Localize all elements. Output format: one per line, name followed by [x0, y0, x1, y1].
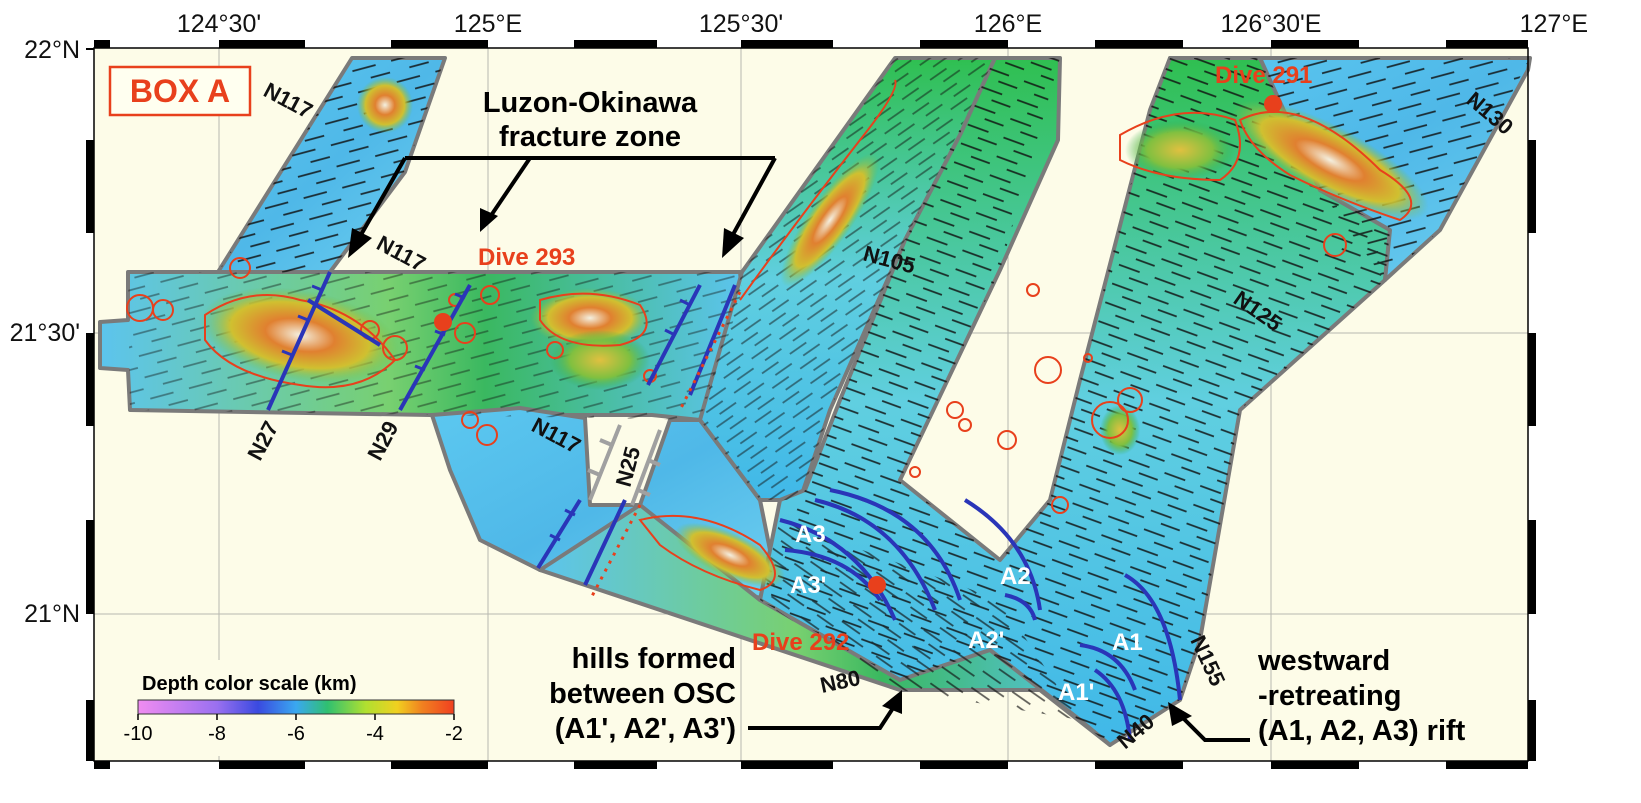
topographic-highs: [201, 77, 1429, 588]
segment-a3: A3: [795, 521, 826, 548]
dotted-faults: [588, 291, 742, 601]
tick-top-2: 125°E: [454, 10, 522, 38]
tick-top-1: 124°30': [177, 10, 261, 38]
tick-left-2: 21°30': [10, 319, 80, 347]
depth-tick-1: -10: [124, 723, 153, 745]
depth-tick-3: -6: [287, 723, 305, 745]
dive-labels: Dive 291 Dive 292 Dive 293: [478, 62, 1312, 656]
tick-left-3: 21°N: [24, 600, 80, 628]
hills-line1: hills formed: [572, 643, 736, 675]
rift-line2: -retreating: [1258, 680, 1401, 712]
segment-a3-prime: A3': [790, 572, 826, 599]
fracture-zone-line1: Luzon-Okinawa: [483, 87, 698, 119]
depth-tick-2: -8: [208, 723, 226, 745]
frame-bars: [86, 40, 1536, 769]
n25-rift-symbol: [587, 424, 662, 506]
segment-labels: A3 A3' A2 A2' A1 A1': [790, 521, 1143, 706]
tick-top-4: 126°E: [974, 10, 1042, 38]
dive-292-marker: [868, 576, 886, 594]
fracture-zone-annotation: Luzon-Okinawa fracture zone: [348, 87, 777, 258]
tick-top-6: 127°E: [1520, 10, 1588, 38]
box-label-text: BOX A: [130, 73, 230, 109]
rift-annotation: westward -retreating (A1, A2, A3) rift: [1168, 645, 1466, 747]
tick-top-3: 125°30': [699, 10, 783, 38]
depth-scale: Depth color scale (km) -10 -8 -6 -4 -2: [118, 660, 478, 756]
dive-291-label: Dive 291: [1215, 62, 1312, 89]
dive-markers: [434, 95, 1282, 594]
axis-left-labels: 22°N 21°30' 21°N: [10, 36, 80, 628]
dive-291-marker: [1264, 95, 1282, 113]
seamount-outlines: [126, 79, 1413, 592]
axis-top-labels: 124°30' 125°E 125°30' 126°E 126°30'E 127…: [177, 10, 1588, 38]
segment-a1-prime: A1': [1058, 679, 1094, 706]
fracture-zone-arrows: [356, 156, 777, 241]
dive-293-label: Dive 293: [478, 244, 575, 271]
hills-line3: (A1', A2', A3'): [555, 713, 736, 745]
box-label: BOX A: [108, 65, 252, 117]
depth-scale-bar: [137, 699, 455, 715]
rift-line1: westward: [1257, 645, 1390, 677]
hills-annotation: hills formed between OSC (A1', A2', A3'): [549, 643, 902, 745]
dive-292-label: Dive 292: [752, 629, 849, 656]
segment-a2-prime: A2': [968, 627, 1004, 654]
depth-tick-4: -4: [366, 723, 384, 745]
tick-left-1: 22°N: [24, 36, 80, 64]
segment-a1: A1: [1112, 629, 1143, 656]
fault-lines: [266, 271, 1182, 741]
depth-scale-title: Depth color scale (km): [142, 673, 357, 695]
tick-top-5: 126°30'E: [1221, 10, 1322, 38]
fault-ticks: [281, 284, 691, 542]
segment-a2: A2: [1000, 563, 1031, 590]
rift-line3: (A1, A2, A3) rift: [1258, 715, 1466, 747]
depth-tick-5: -2: [445, 723, 463, 745]
dive-293-marker: [434, 313, 452, 331]
hills-line2: between OSC: [549, 678, 736, 710]
fracture-zone-line2: fracture zone: [499, 121, 681, 153]
